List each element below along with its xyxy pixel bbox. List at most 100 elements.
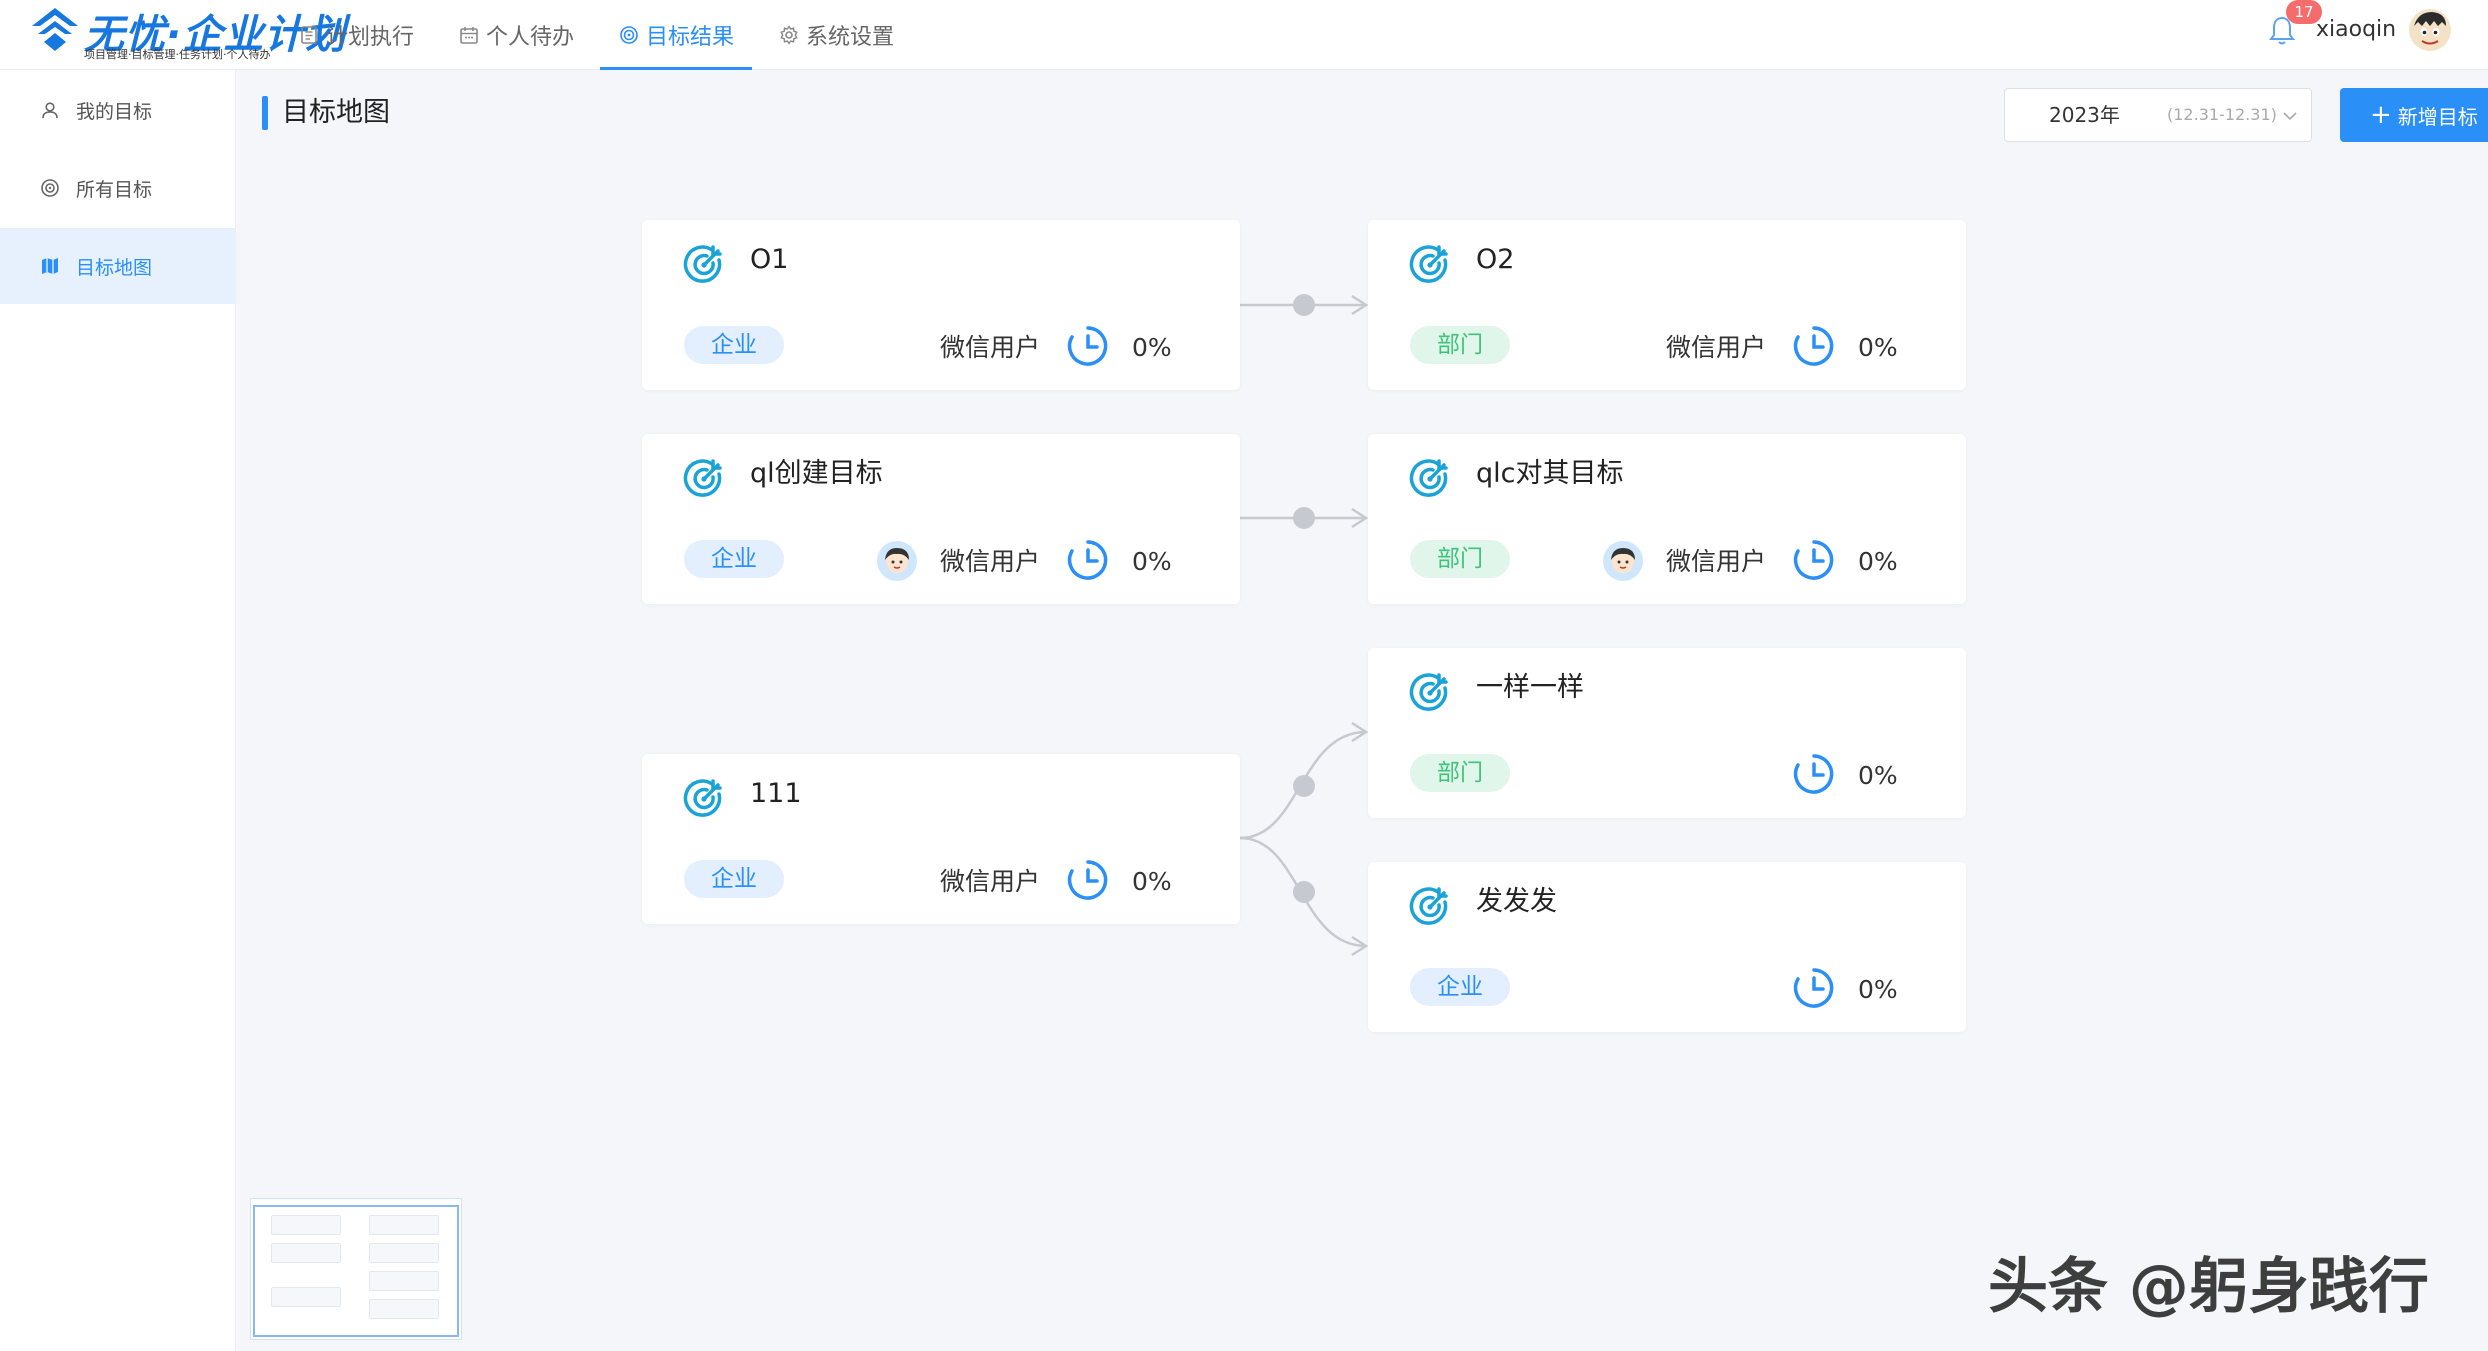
bell-icon[interactable]	[2266, 14, 2298, 48]
goal-owner: 微信用户	[940, 547, 1041, 576]
goal-card[interactable]: O1 企业 微信用户 0%	[642, 220, 1240, 390]
minimap-node	[369, 1299, 439, 1319]
page-title: 目标地图	[282, 97, 390, 128]
top-bar: 无忧·企业计划 项目管理·目标管理·任务计划·个人待办 计划执行 个人待办 目标…	[0, 0, 2488, 70]
year-range: (12.31-12.31)	[2167, 105, 2277, 124]
progress-clock-icon	[1067, 540, 1108, 580]
goal-card[interactable]: 一样一样 部门 0%	[1368, 648, 1966, 818]
year-value: 2023年	[2049, 103, 2120, 127]
minimap-node	[369, 1271, 439, 1291]
add-goal-button[interactable]: + 新增目标	[2340, 88, 2488, 142]
owner-avatar	[1603, 541, 1643, 581]
target-icon	[683, 459, 722, 497]
nav-label: 个人待办	[486, 25, 575, 50]
goal-progress: 0%	[1858, 761, 1898, 790]
username[interactable]: xiaoqin	[2316, 17, 2397, 42]
nav-personal-todo[interactable]: 个人待办	[440, 0, 592, 70]
progress-clock-icon	[1793, 540, 1834, 580]
goal-title: O2	[1476, 244, 1515, 275]
add-goal-label: 新增目标	[2397, 104, 2478, 129]
progress-clock-icon	[1793, 326, 1834, 366]
minimap-node	[271, 1243, 341, 1263]
user-icon	[42, 102, 58, 119]
goal-tag: 企业	[1410, 968, 1510, 1006]
notification-badge: 17	[2286, 0, 2322, 24]
nav-label: 系统设置	[806, 25, 895, 50]
goal-progress: 0%	[1132, 333, 1172, 362]
calendar-icon	[460, 27, 478, 44]
goal-progress: 0%	[1858, 333, 1898, 362]
goal-tag: 部门	[1410, 540, 1510, 578]
document-icon	[301, 26, 317, 44]
target-icon	[1409, 673, 1448, 711]
goal-progress: 0%	[1132, 547, 1172, 576]
watermark: 头条 @躬身践行	[1988, 1252, 2429, 1322]
target-icon	[683, 779, 722, 817]
minimap-node	[271, 1215, 341, 1235]
logo-icon	[32, 8, 78, 51]
goal-owner: 微信用户	[940, 333, 1041, 362]
goal-owner: 微信用户	[1666, 547, 1767, 576]
goal-progress: 0%	[1132, 867, 1172, 896]
sidebar-item-label: 我的目标	[76, 100, 153, 123]
goal-card[interactable]: 111 企业 微信用户 0%	[642, 754, 1240, 924]
goal-card[interactable]: 发发发 企业 0%	[1368, 862, 1966, 1032]
sidebar: 我的目标 所有目标 目标地图	[0, 70, 236, 1351]
goal-card[interactable]: O2 部门 微信用户 0%	[1368, 220, 1966, 390]
goal-progress: 0%	[1858, 547, 1898, 576]
goal-card[interactable]: qlc对其目标 部门 微信用户 0%	[1368, 434, 1966, 604]
goal-tag: 企业	[684, 860, 784, 898]
goal-title: ql创建目标	[750, 458, 883, 489]
goal-tag: 企业	[684, 326, 784, 364]
target-icon	[41, 179, 59, 197]
goal-title: 111	[750, 778, 802, 809]
progress-clock-icon	[1793, 754, 1834, 794]
sidebar-item-goal-map[interactable]: 目标地图	[0, 228, 236, 304]
target-icon	[1409, 887, 1448, 925]
minimap-node	[271, 1287, 341, 1307]
sidebar-item-label: 目标地图	[76, 256, 153, 279]
app-logo[interactable]: 无忧·企业计划 项目管理·目标管理·任务计划·个人待办	[28, 2, 345, 64]
goal-card[interactable]: ql创建目标 企业 微信用户 0%	[642, 434, 1240, 604]
chevron-down-icon	[2283, 112, 2297, 121]
nav-label: 计划执行	[326, 25, 415, 50]
nav-plan-execution[interactable]: 计划执行	[280, 0, 432, 70]
goal-title: O1	[750, 244, 789, 275]
logo-subtitle: 项目管理·目标管理·任务计划·个人待办	[84, 48, 271, 61]
progress-clock-icon	[1067, 860, 1108, 900]
goal-owner: 微信用户	[940, 867, 1041, 896]
minimap-viewport[interactable]	[253, 1205, 459, 1337]
minimap[interactable]	[250, 1198, 462, 1340]
nav-system-settings[interactable]: 系统设置	[760, 0, 912, 70]
plus-icon: +	[2370, 100, 2392, 130]
goal-title: qlc对其目标	[1476, 458, 1624, 489]
gear-icon	[780, 25, 798, 45]
progress-clock-icon	[1793, 968, 1834, 1008]
minimap-node	[369, 1215, 439, 1235]
target-icon	[683, 245, 722, 283]
progress-clock-icon	[1067, 326, 1108, 366]
year-select[interactable]: 2023年 (12.31-12.31)	[2004, 88, 2312, 142]
goal-tag: 企业	[684, 540, 784, 578]
goal-title: 发发发	[1476, 886, 1557, 917]
nav-goal-results[interactable]: 目标结果	[600, 0, 753, 70]
goal-tag: 部门	[1410, 754, 1510, 792]
user-avatar[interactable]	[2408, 8, 2452, 52]
target-icon	[620, 26, 638, 44]
title-accent-bar	[262, 96, 268, 130]
owner-avatar	[877, 541, 917, 581]
target-icon	[1409, 245, 1448, 283]
main-nav: 计划执行 个人待办 目标结果 系统设置	[280, 0, 920, 70]
goal-owner: 微信用户	[1666, 333, 1767, 362]
goal-progress: 0%	[1858, 975, 1898, 1004]
target-icon	[1409, 459, 1448, 497]
nav-label: 目标结果	[646, 25, 735, 50]
map-icon	[42, 258, 58, 274]
sidebar-item-label: 所有目标	[76, 178, 153, 201]
sidebar-item-my-goals[interactable]: 我的目标	[0, 72, 236, 148]
sidebar-item-all-goals[interactable]: 所有目标	[0, 150, 236, 226]
goal-title: 一样一样	[1476, 672, 1584, 703]
minimap-node	[369, 1243, 439, 1263]
goal-tag: 部门	[1410, 326, 1510, 364]
